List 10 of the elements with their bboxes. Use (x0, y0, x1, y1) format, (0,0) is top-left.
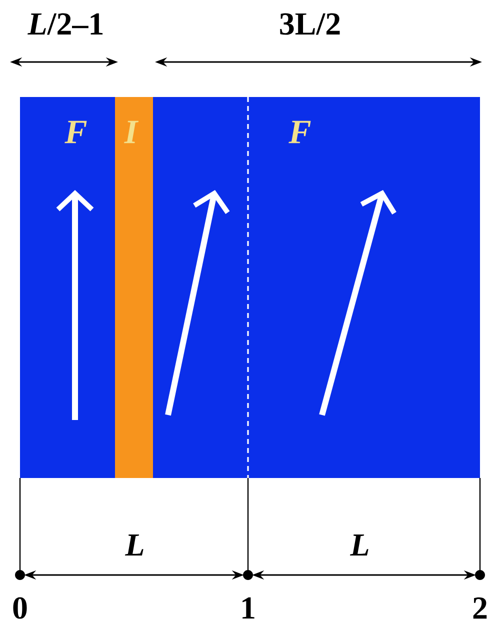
coordinate-label: 0 (13, 597, 27, 619)
dimension-label: 3L/2 (280, 13, 340, 35)
ferromagnet-region: F (153, 97, 480, 478)
dimension-label: L (350, 534, 368, 556)
insulator-layer: I (115, 97, 153, 478)
coordinate-label: 1 (242, 597, 254, 619)
coordinate-label: 2 (473, 597, 487, 619)
ferromagnet-region: F (20, 97, 115, 478)
dimension-label: L (125, 534, 144, 556)
dimension-label: L/2–1 (28, 13, 103, 35)
